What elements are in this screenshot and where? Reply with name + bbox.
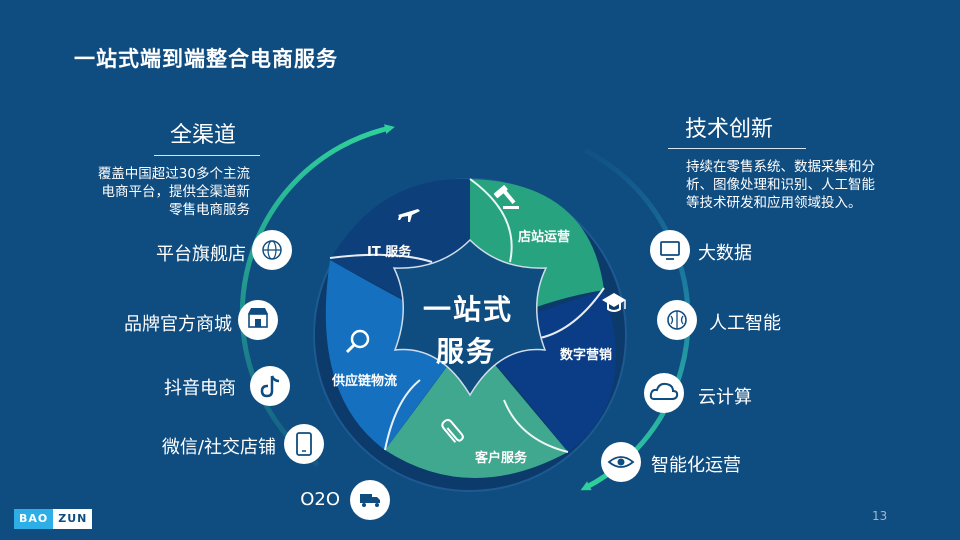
left-desc-line-3: 零售电商服务: [169, 202, 250, 218]
globe-icon-circle: [252, 230, 292, 270]
left-desc-line-2: 电商平台，提供全渠道新: [101, 184, 251, 200]
storefront-icon-circle: [238, 300, 278, 340]
smartphone-icon-circle: [284, 424, 324, 464]
tech-artificial-intelligence: 人工智能: [709, 313, 781, 334]
segment-label-supply-chain: 供应链物流: [332, 374, 398, 389]
cloud-icon-circle: [644, 373, 684, 413]
channel-douyin-commerce: 抖音电商: [164, 378, 236, 399]
brain-icon-circle: [657, 300, 697, 340]
tech-intelligent-operation: 智能化运营: [651, 455, 741, 476]
segment-label-customer-service: 客户服务: [475, 451, 528, 466]
center-star: [392, 238, 548, 397]
right-section-divider: [668, 148, 806, 149]
paperclip-icon: [441, 418, 464, 443]
logo-right-text: ZUN: [53, 509, 93, 529]
right-section-description: 持续在零售系统、数据采集和分 析、图像处理和识别、人工智能 等技术研发和应用领域…: [686, 158, 926, 212]
airplane-icon: [398, 209, 420, 222]
segment-label-it-service: IT 服务: [367, 245, 412, 260]
center-title-line-1: 一站式: [423, 293, 514, 326]
left-section-description: 覆盖中国超过30多个主流 电商平台，提供全渠道新 零售电商服务: [60, 165, 250, 219]
left-desc-line-1: 覆盖中国超过30多个主流: [97, 166, 250, 182]
channel-o2o: O2O: [300, 489, 340, 510]
monitor-icon-circle: [650, 230, 690, 270]
channel-flagship-store: 平台旗舰店: [156, 244, 246, 265]
magnifier-icon: [345, 329, 370, 354]
gavel-icon: [493, 185, 519, 209]
eye-icon-circle: [601, 442, 641, 482]
segment-label-digital-marketing: 数字营销: [560, 348, 613, 363]
tiktok-icon-circle: [250, 366, 290, 406]
segment-label-store-operation: 店站运营: [518, 230, 571, 245]
graduation-cap-icon: [602, 293, 626, 312]
right-desc-line-3: 等技术研发和应用领域投入。: [686, 195, 862, 211]
segment-customer-service: [385, 335, 568, 479]
channel-brand-mall: 品牌官方商城: [124, 314, 232, 335]
left-section-title: 全渠道: [170, 123, 237, 148]
segment-supply-chain: [325, 260, 470, 450]
left-section-divider: [154, 155, 260, 156]
center-title-line-2: 服务: [436, 335, 497, 368]
delivery-truck-icon-circle: [350, 480, 390, 520]
page-number: 13: [872, 509, 888, 523]
right-section-title: 技术创新: [685, 117, 774, 142]
logo-left-text: BAO: [14, 509, 54, 529]
page-title: 一站式端到端整合电商服务: [74, 47, 338, 71]
baozun-logo: BAO ZUN: [14, 509, 93, 529]
tech-cloud-computing: 云计算: [698, 387, 752, 408]
left-arc-arrow: [239, 124, 395, 467]
channel-wechat-social-store: 微信/社交店铺: [161, 437, 276, 458]
right-desc-line-2: 析、图像处理和识别、人工智能: [686, 177, 875, 193]
tech-big-data: 大数据: [698, 243, 752, 264]
right-desc-line-1: 持续在零售系统、数据采集和分: [686, 159, 875, 175]
